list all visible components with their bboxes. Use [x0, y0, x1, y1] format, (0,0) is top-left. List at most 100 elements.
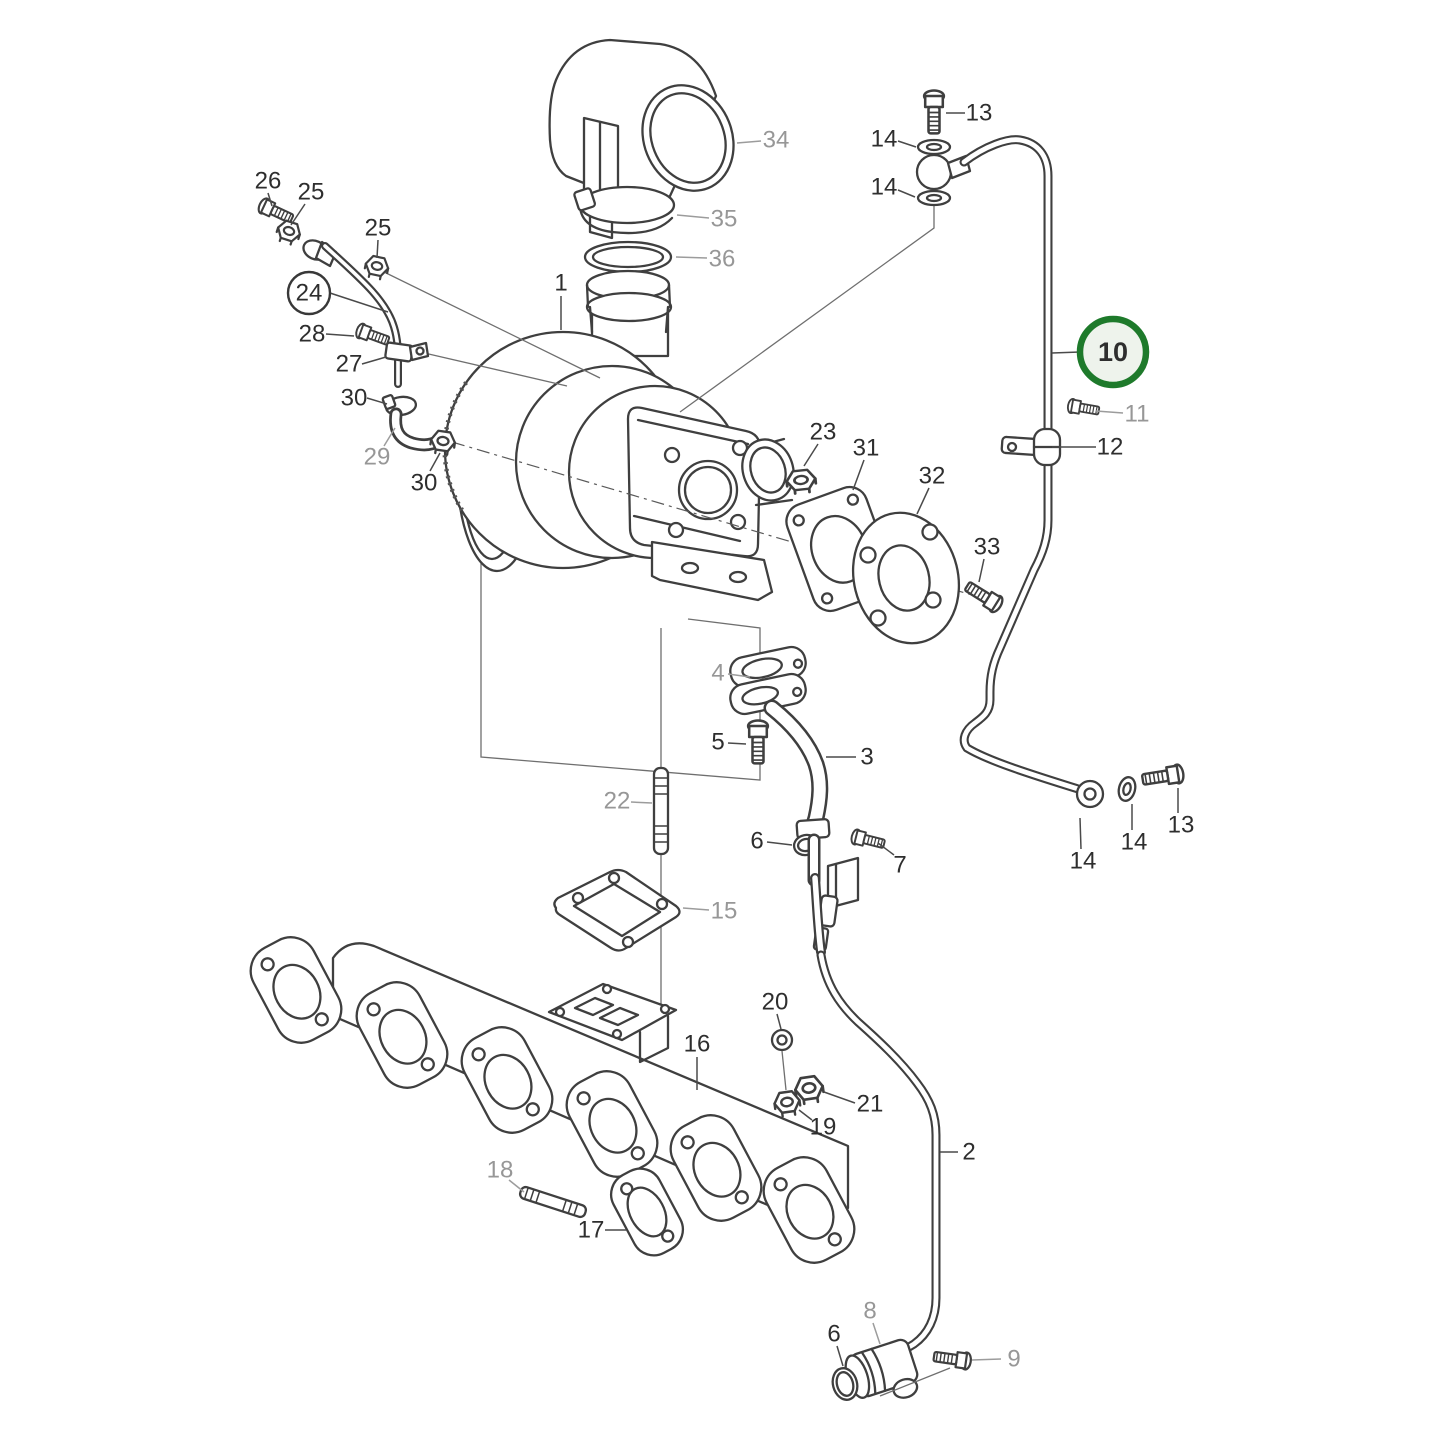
manifold-turbo-flange — [547, 982, 678, 1064]
callout-1-9: 1 — [554, 270, 568, 330]
svg-text:30: 30 — [341, 385, 368, 412]
hose-clamp-30a — [381, 394, 418, 417]
pipe-clamp-12 — [1000, 427, 1062, 467]
svg-text:13: 13 — [966, 100, 993, 127]
callout-18-35: 18 — [487, 1157, 525, 1193]
callout-2-34: 2 — [940, 1139, 976, 1166]
banjo-bolt-13-bottom — [1140, 762, 1186, 791]
callout-14-40: 14 — [1070, 817, 1097, 875]
bolt-5 — [746, 719, 770, 765]
pipe-clamp-27 — [384, 341, 430, 363]
callout-24-3: 24 — [286, 270, 389, 316]
callout-6-26: 6 — [750, 828, 793, 855]
washer-20 — [770, 1028, 794, 1091]
callout-25-2: 25 — [365, 215, 392, 259]
hose-clamp-35 — [573, 185, 676, 235]
svg-text:2: 2 — [962, 1139, 975, 1166]
svg-text:19: 19 — [810, 1114, 837, 1141]
svg-text:16: 16 — [684, 1031, 711, 1058]
air-intake-cover-34 — [548, 38, 735, 240]
svg-text:14: 14 — [871, 126, 898, 153]
callout-16-30: 16 — [684, 1031, 711, 1090]
callout-17-36: 17 — [578, 1217, 626, 1244]
svg-text:3: 3 — [860, 744, 873, 771]
svg-text:35: 35 — [711, 206, 738, 233]
svg-text:4: 4 — [711, 660, 724, 687]
banjo-top-assembly — [915, 89, 972, 207]
washer-14-bottom — [1117, 776, 1137, 802]
svg-text:6: 6 — [827, 1321, 840, 1348]
highlight-ring — [1076, 315, 1150, 389]
callout-29-7: 29 — [364, 427, 396, 471]
svg-text:17: 17 — [578, 1217, 605, 1244]
svg-text:6: 6 — [750, 828, 763, 855]
svg-text:5: 5 — [711, 729, 724, 756]
nut-25a — [273, 217, 304, 248]
coolant-pipe-2 — [816, 950, 973, 1401]
callout-34-10: 34 — [736, 127, 789, 154]
svg-text:14: 14 — [1070, 848, 1097, 875]
callout-13-42: 13 — [1168, 788, 1195, 839]
callout-3-25: 3 — [826, 744, 874, 771]
callout-19-33: 19 — [798, 1109, 837, 1141]
callout-ring — [286, 270, 332, 316]
gasket-15 — [553, 868, 681, 952]
svg-text:12: 12 — [1097, 434, 1124, 461]
svg-text:33: 33 — [974, 534, 1001, 561]
callout-6-38: 6 — [827, 1321, 844, 1367]
bolt-28 — [353, 321, 392, 350]
svg-text:25: 25 — [298, 179, 325, 206]
svg-text:36: 36 — [709, 246, 736, 273]
callout-30-6: 30 — [341, 385, 388, 412]
flange-32 — [851, 511, 961, 645]
bolt-11 — [1065, 397, 1101, 419]
callout-31-20: 31 — [852, 435, 880, 491]
callout-9-39: 9 — [971, 1346, 1021, 1373]
callout-7-27: 7 — [877, 842, 907, 879]
svg-text:26: 26 — [255, 168, 282, 195]
svg-text:14: 14 — [1121, 829, 1148, 856]
svg-text:1: 1 — [554, 270, 567, 297]
drain-flange — [729, 672, 807, 716]
stud-22 — [652, 766, 670, 856]
svg-text:28: 28 — [299, 321, 326, 348]
hose-connector-8 — [844, 1338, 919, 1399]
svg-text:10: 10 — [1098, 337, 1128, 367]
seal-ring-36 — [583, 240, 673, 274]
svg-text:31: 31 — [853, 435, 880, 462]
oil-return-pipe-10 — [959, 135, 1105, 809]
svg-text:8: 8 — [863, 1298, 876, 1325]
svg-text:32: 32 — [919, 463, 946, 490]
svg-text:23: 23 — [810, 419, 837, 446]
callout-35-11: 35 — [676, 206, 738, 233]
svg-text:25: 25 — [365, 215, 392, 242]
callout-23-19: 23 — [803, 419, 837, 467]
callout-11-17: 11 — [1095, 401, 1150, 428]
gasket-17 — [609, 1167, 685, 1257]
oil-drain-group — [729, 645, 887, 957]
turbocharger — [442, 310, 795, 602]
svg-text:18: 18 — [487, 1157, 514, 1184]
svg-text:27: 27 — [336, 351, 363, 378]
svg-text:11: 11 — [1125, 401, 1150, 428]
intake-bellows — [585, 269, 673, 334]
callout-36-12: 36 — [675, 246, 736, 273]
callout-30-8: 30 — [411, 452, 441, 497]
callout-28-4: 28 — [299, 321, 355, 348]
callout-4-23: 4 — [711, 660, 751, 687]
manifold-port-flanges — [249, 936, 856, 1264]
banjo-fitting — [915, 153, 953, 191]
bolt-9 — [931, 1346, 973, 1372]
callout-8-37: 8 — [863, 1298, 881, 1345]
washer-14-top2 — [916, 189, 952, 207]
callout-12-18: 12 — [1052, 434, 1123, 461]
svg-text:13: 13 — [1168, 812, 1195, 839]
callout-5-24: 5 — [711, 729, 747, 756]
bolt-7 — [849, 827, 887, 853]
callout-26-0: 26 — [255, 168, 282, 207]
callout-32-21: 32 — [916, 463, 946, 515]
svg-text:21: 21 — [857, 1091, 884, 1118]
